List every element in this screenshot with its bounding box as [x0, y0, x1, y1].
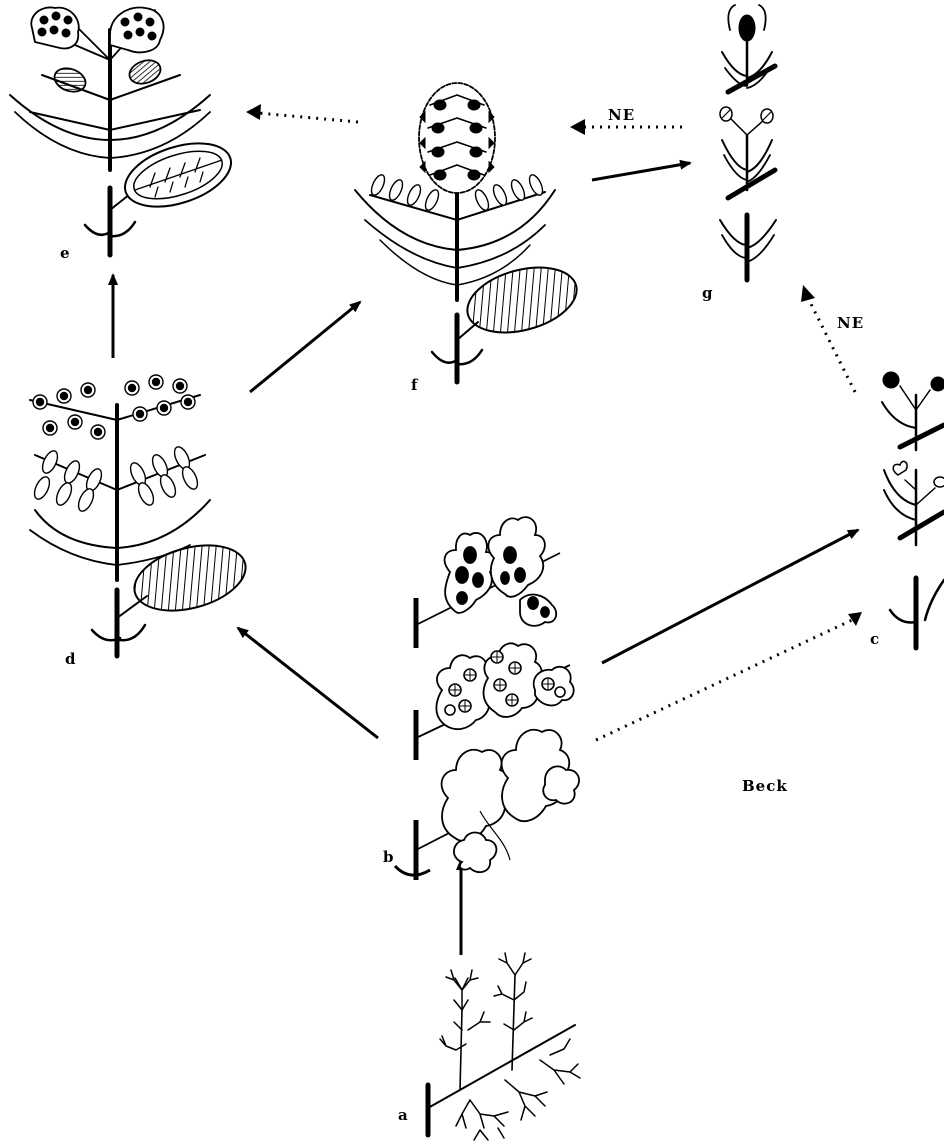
arrowhead-to-e: [246, 104, 261, 120]
stage-d-illustration: [29, 374, 247, 659]
stage-c-illustration: [881, 371, 944, 651]
stage-e-illustration: [9, 6, 233, 258]
stage-g-illustration: [719, 4, 778, 283]
arrowhead-to-g: [801, 285, 815, 302]
dotted-arrow-f-to-e: [257, 111, 359, 124]
label-a: a: [398, 1106, 408, 1124]
arrowhead-to-c: [848, 612, 862, 626]
labels: a b c d e f g NE NE Beck: [60, 106, 879, 1124]
dotted-arrows: [257, 111, 857, 742]
annotation-ne-right: NE: [837, 314, 864, 332]
dotted-arrow-a-to-c: [595, 618, 853, 742]
label-g: g: [702, 284, 713, 302]
label-f: f: [411, 376, 419, 394]
arrows: [108, 159, 860, 955]
annotation-beck: Beck: [742, 777, 788, 795]
label-d: d: [65, 650, 76, 668]
arrowhead-to-f: [570, 119, 585, 135]
label-b: b: [383, 848, 394, 866]
arrow-b-to-c: [601, 528, 860, 665]
label-e: e: [60, 244, 70, 262]
stage-a-illustration: [425, 952, 581, 1141]
stage-b-illustration: [393, 516, 580, 880]
arrow-b-to-d: [236, 626, 379, 740]
dotted-arrow-c-to-g: [806, 297, 857, 393]
arrow-f-to-g: [591, 159, 692, 182]
annotation-ne-top: NE: [608, 106, 635, 124]
stage-f-illustration: [354, 82, 578, 385]
arrow-d-to-f: [249, 300, 362, 394]
dotted-arrowheads: [246, 104, 862, 626]
label-c: c: [870, 630, 879, 648]
